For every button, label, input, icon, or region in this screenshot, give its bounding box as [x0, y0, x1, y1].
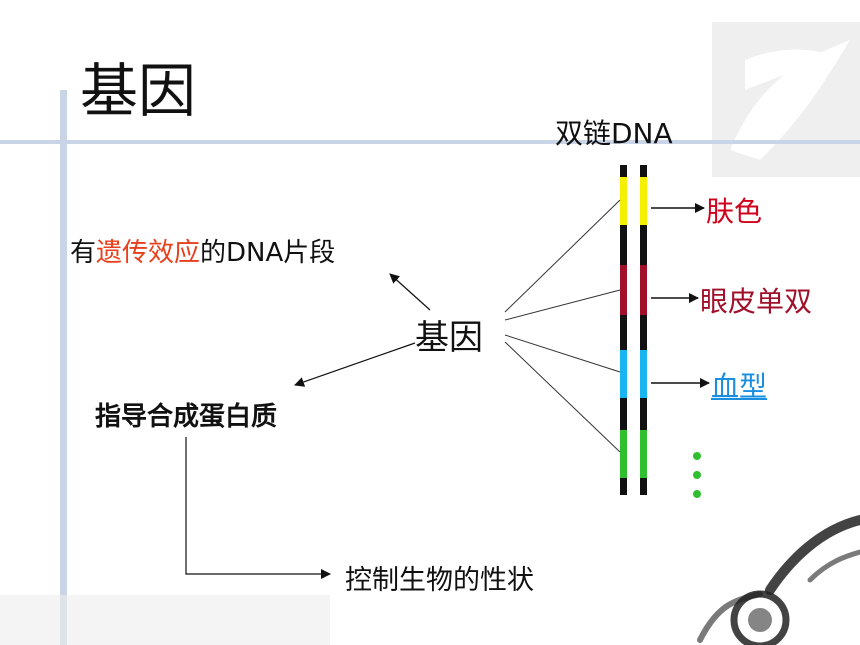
ellipsis-dots [693, 452, 701, 498]
dna-label: 双链DNA [555, 117, 673, 150]
gene-segment-blue-left [620, 350, 627, 398]
trait-eyelid: 眼皮单双 [700, 285, 813, 318]
trait-blood-type: 血型 [711, 370, 768, 403]
dna-segment-prefix: 有 [70, 238, 97, 268]
frame-lines [0, 90, 860, 645]
protein-label: 指导合成蛋白质 [95, 402, 278, 432]
bottom-fade-decoration [0, 595, 330, 645]
gene-segment-green-right [640, 430, 647, 478]
dna-segment-highlight: 遗传效应 [96, 238, 201, 268]
trait-skin-color: 肤色 [706, 195, 763, 228]
watermark-decoration [712, 22, 860, 177]
stethoscope-decoration [697, 515, 860, 645]
arrow-to-dna-segment [389, 273, 431, 311]
gene-center-label: 基因 [415, 318, 483, 358]
slide-title: 基因 [80, 57, 197, 125]
dna-strand-right [640, 165, 647, 495]
gene-segment-red-left [620, 265, 627, 315]
dna-segment-suffix: 的DNA片段 [200, 238, 336, 268]
dna-strand-left [620, 165, 627, 495]
gene-segment-yellow-left [620, 177, 627, 225]
dna-segment-label: 有遗传效应的DNA片段 [70, 232, 335, 269]
arrow-to-trait [185, 437, 331, 579]
trait-control-label: 控制生物的性状 [345, 565, 534, 596]
gene-segment-green-left [620, 430, 627, 478]
gene-to-segment-lines [504, 199, 621, 453]
gene-segment-yellow-right [640, 177, 647, 225]
dna-double-strand [620, 165, 647, 495]
arrow-to-protein [294, 342, 416, 387]
gene-segment-blue-right [640, 350, 647, 398]
gene-segment-red-right [640, 265, 647, 315]
